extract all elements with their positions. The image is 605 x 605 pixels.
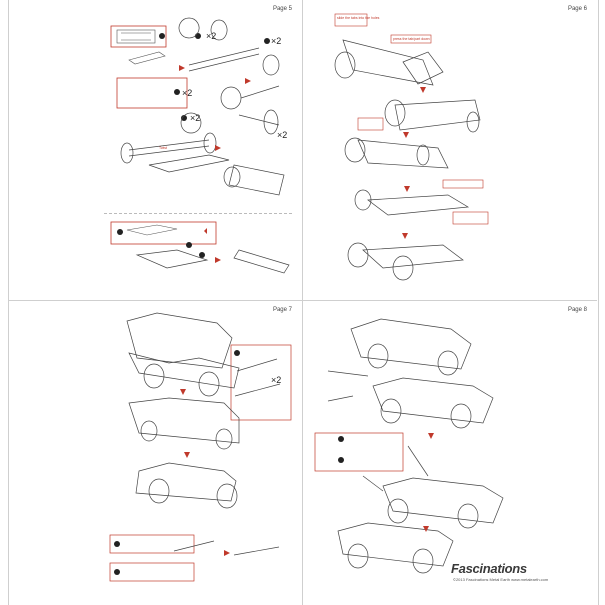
copyright-text: ©2013 Fascinations Metal Earth www.metal… — [453, 577, 549, 582]
page-6-diagram: slide the tabs into the holes press the … — [334, 13, 489, 281]
multiplier: ×2 — [182, 88, 192, 98]
car-body — [126, 312, 281, 556]
callout-press-tab: press the tab/part down — [393, 37, 430, 41]
arrow — [180, 389, 230, 556]
car-body — [327, 318, 504, 574]
page-7: Page 7 — [9, 301, 302, 605]
step-separator — [104, 213, 292, 214]
multiplier: ×2 — [190, 113, 200, 123]
brand-logo: Fascinations — [451, 561, 527, 576]
page-number: Page 6 — [567, 6, 587, 12]
part-box-frame — [110, 25, 217, 245]
arrow — [402, 87, 426, 239]
callout-twist: Twist — [159, 146, 167, 150]
multiplier: ×2 — [206, 31, 216, 41]
arrow — [423, 433, 434, 532]
page-6: Page 6 slide the tabs into the holes pre… — [303, 0, 597, 300]
page-8-diagram — [314, 318, 504, 574]
multiplier: ×2 — [271, 36, 281, 46]
page-divider-vertical — [302, 0, 303, 605]
page-5-diagram: ×2 ×2 ×2 ×2 ×2 Twist — [110, 17, 290, 274]
callout-box — [334, 13, 489, 225]
arrow — [179, 65, 251, 263]
callout-slide-tabs: slide the tabs into the holes — [337, 16, 380, 20]
part-box-frame — [109, 344, 292, 582]
part-box-frame — [314, 432, 404, 472]
part-badge — [117, 33, 270, 258]
page-5: Page 5 — [9, 0, 302, 300]
multiplier: ×2 — [271, 375, 281, 385]
part-badge — [114, 350, 240, 575]
axle-assembly — [120, 17, 290, 274]
page-divider-horizontal — [8, 300, 597, 301]
page-7-diagram: ×2 — [109, 312, 292, 582]
part-badge — [338, 436, 344, 463]
multiplier: ×2 — [277, 130, 287, 140]
chassis-assembly — [334, 39, 481, 281]
page-number: Page 8 — [567, 307, 587, 313]
page-number: Page 7 — [272, 307, 292, 313]
page-number: Page 5 — [272, 6, 292, 12]
page-8: Page 8 — [303, 301, 597, 605]
flat-part — [116, 29, 178, 236]
